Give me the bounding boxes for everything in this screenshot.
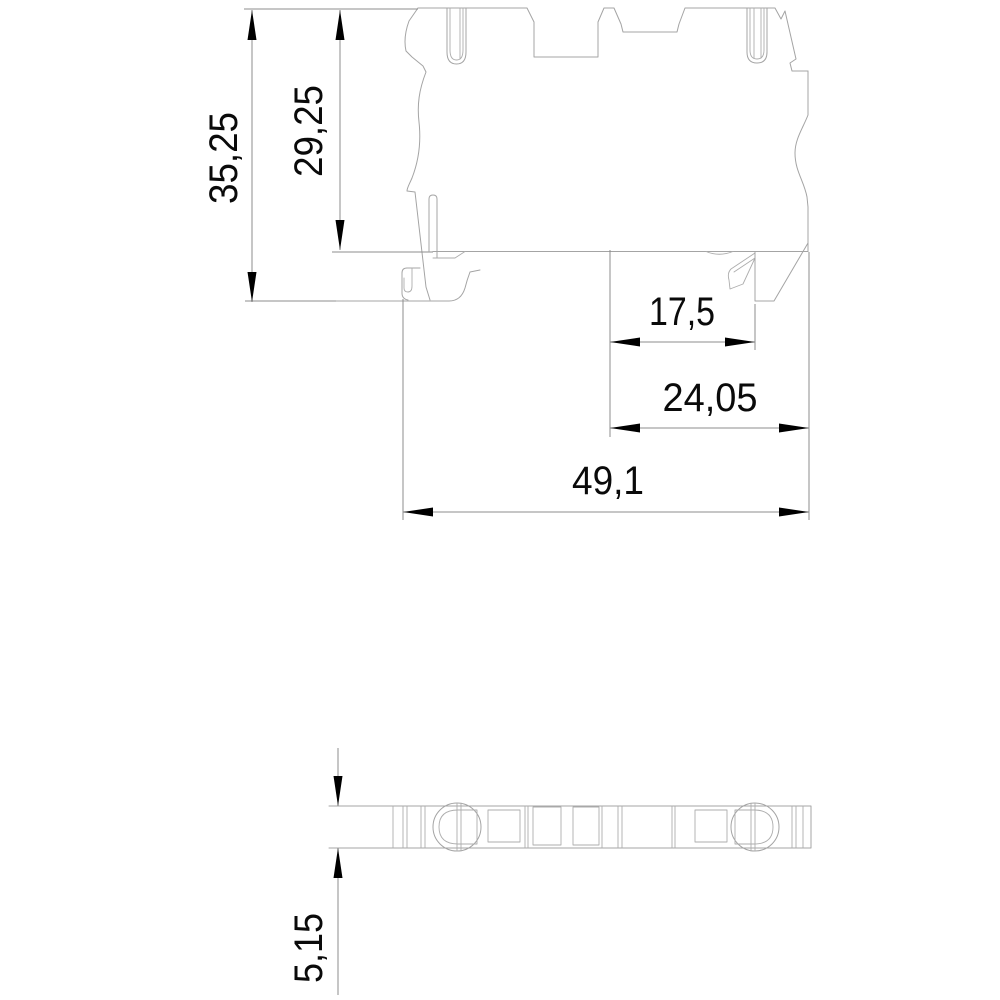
clamp-circle-left bbox=[432, 802, 482, 852]
opening-square-3 bbox=[572, 806, 600, 846]
slot-inner bbox=[749, 7, 765, 60]
dimension-label: 29,25 bbox=[287, 85, 331, 177]
claw-slot bbox=[403, 267, 413, 293]
arrowhead-right bbox=[725, 337, 755, 347]
dimension-thickness: 5,15 bbox=[287, 748, 343, 995]
bottom-dip bbox=[705, 251, 734, 255]
strip-segment-lines bbox=[392, 805, 804, 849]
slot-outer bbox=[446, 7, 467, 65]
dimension-overall-width: 49,1 bbox=[402, 299, 809, 520]
clamp-bar bbox=[428, 194, 438, 259]
d-shape bbox=[438, 809, 478, 845]
opening-square-2 bbox=[532, 806, 562, 846]
cross-lines bbox=[750, 802, 756, 852]
dimension-label: 17,5 bbox=[649, 290, 715, 334]
dimension-label: 24,05 bbox=[663, 376, 758, 420]
slot-line bbox=[753, 7, 762, 59]
arrowhead-left bbox=[403, 507, 433, 517]
arrowhead-left bbox=[610, 423, 640, 433]
side-view bbox=[334, 7, 809, 302]
claw-outer bbox=[401, 267, 421, 301]
arrowhead-right bbox=[779, 423, 809, 433]
arrowhead-up bbox=[335, 10, 345, 40]
cross-lines bbox=[456, 802, 462, 852]
clamp-circle-right bbox=[730, 802, 780, 852]
side-view-left-edge bbox=[404, 7, 431, 301]
opening-square-4 bbox=[694, 809, 728, 843]
side-view-top-profile bbox=[417, 7, 809, 72]
extension-line bbox=[244, 8, 418, 302]
arrowhead-up bbox=[333, 848, 343, 878]
rail-lip-right bbox=[727, 252, 756, 290]
slot-outer bbox=[746, 7, 768, 64]
screwdriver-slot-left bbox=[446, 7, 467, 65]
d-shape bbox=[734, 809, 774, 845]
dimension-label: 5,15 bbox=[287, 913, 331, 983]
arrowhead-up bbox=[247, 10, 257, 40]
dimension-upper-height: 29,25 bbox=[287, 10, 433, 253]
screwdriver-slot-right bbox=[746, 7, 768, 64]
arrowhead-down bbox=[333, 776, 343, 806]
dimension-overall-height: 35,25 bbox=[202, 8, 418, 302]
din-foot-right bbox=[754, 242, 809, 302]
side-view-right-edge bbox=[794, 70, 809, 252]
opening-square-1 bbox=[487, 809, 521, 843]
slot-inner bbox=[449, 7, 464, 61]
bottom-view bbox=[328, 802, 812, 852]
din-claw-left bbox=[401, 267, 421, 301]
strip-edges bbox=[328, 805, 812, 849]
arrowhead-down bbox=[335, 220, 345, 250]
rail-lip-left bbox=[432, 251, 466, 259]
dimension-label: 35,25 bbox=[202, 112, 246, 204]
foot-bottom-edge bbox=[334, 269, 481, 302]
arrowhead-down bbox=[247, 272, 257, 302]
arrowhead-right bbox=[779, 507, 809, 517]
dimension-width-small: 17,5 bbox=[609, 250, 756, 437]
dimension-width-medium: 24,05 bbox=[610, 252, 810, 520]
arrowhead-left bbox=[610, 337, 640, 347]
dimension-label: 49,1 bbox=[572, 459, 644, 503]
